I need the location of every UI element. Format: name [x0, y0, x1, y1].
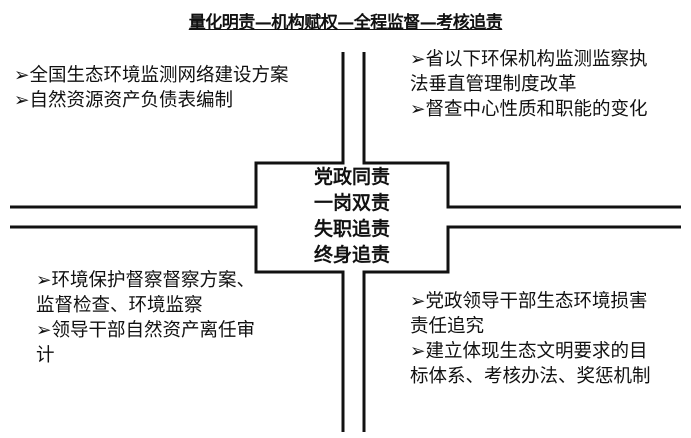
diagram-title: 量化明责—机构赋权—全程监督—考核追责 — [188, 13, 503, 33]
center-line: 一岗双责 — [313, 192, 390, 214]
center-line: 失职追责 — [313, 218, 390, 240]
center-line: 党政同责 — [313, 166, 390, 188]
line-top-right — [362, 52, 681, 209]
bullet-item: ➢省以下环保机构监测监察执法垂直管理制度改革 — [410, 49, 648, 95]
bullet-item: ➢自然资源资产负债表编制 — [14, 90, 234, 111]
center-line: 终身追责 — [313, 244, 390, 266]
quadrant-bottom-right: ➢党政领导干部生态环境损害责任追究 ➢建立体现生态文明要求的目标体系、考核办法、… — [410, 289, 665, 389]
quadrant-bottom-left: ➢环境保护督察督察方案、监督检查、环境监察 ➢领导干部自然资产离任审计 — [36, 268, 266, 368]
bullet-item: ➢建立体现生态文明要求的目标体系、考核办法、奖惩机制 — [410, 341, 651, 387]
bullet-item: ➢党政领导干部生态环境损害责任追究 — [410, 291, 648, 337]
quadrant-top-left: ➢全国生态环境监测网络建设方案 ➢自然资源资产负债表编制 — [14, 63, 289, 113]
line-top-left — [10, 52, 345, 209]
line-bottom-left — [10, 225, 345, 432]
bullet-item: ➢领导干部自然资产离任审计 — [36, 320, 256, 366]
center-box: 党政同责 一岗双责 失职追责 终身追责 — [256, 164, 448, 268]
bullet-item: ➢督查中心性质和职能的变化 — [410, 99, 648, 120]
line-bottom-right — [362, 225, 681, 432]
bullet-item: ➢环境保护督察督察方案、监督检查、环境监察 — [36, 270, 256, 316]
quadrant-top-right: ➢省以下环保机构监测监察执法垂直管理制度改革 ➢督查中心性质和职能的变化 — [410, 47, 660, 122]
bullet-item: ➢全国生态环境监测网络建设方案 — [14, 65, 289, 86]
